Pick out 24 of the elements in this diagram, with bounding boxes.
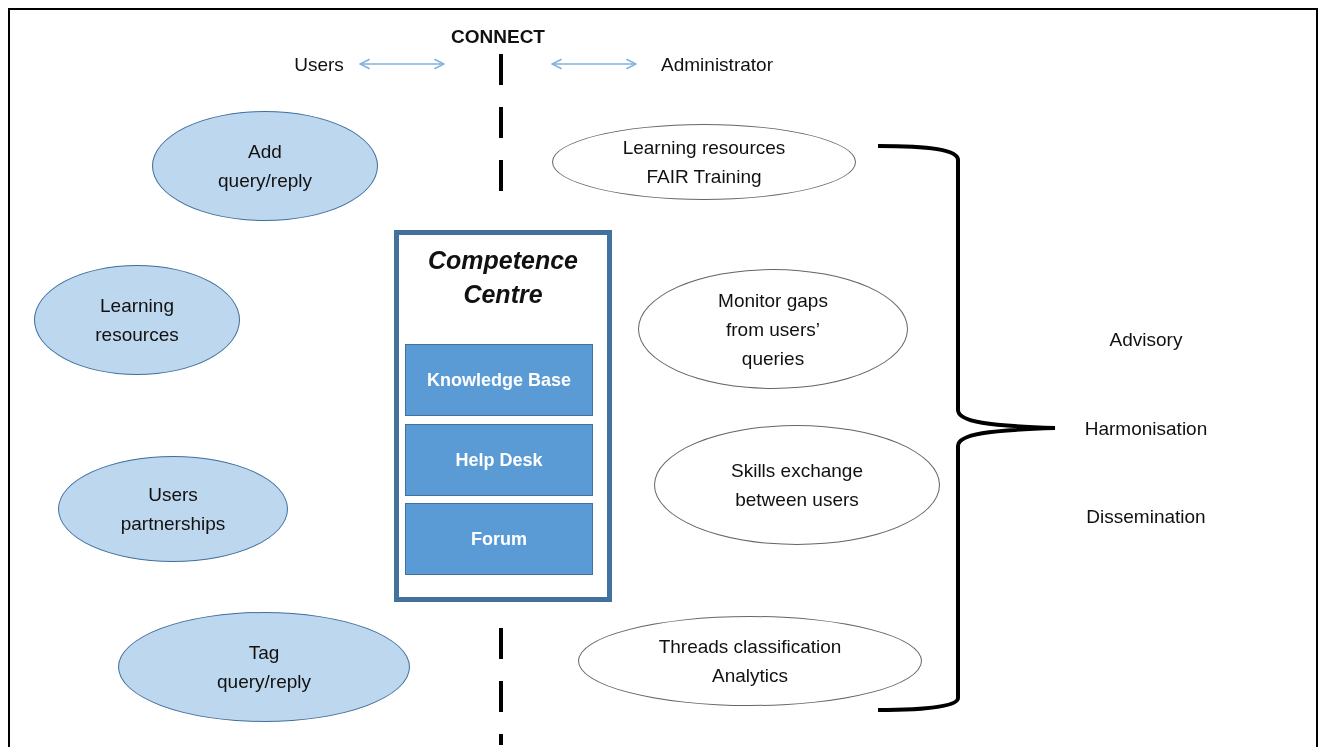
category-label: Dissemination [1086, 506, 1206, 528]
node-text: Learning resources [94, 294, 180, 347]
node-text: Add query/reply [217, 140, 313, 193]
node-label: Users [294, 52, 344, 77]
module-box [405, 424, 593, 496]
module-box [405, 503, 593, 575]
category-label: Advisory [1109, 329, 1183, 351]
node-label: Administrator [661, 52, 773, 77]
panel-title: Competence Centre [426, 245, 579, 310]
node-text: Threads classification Analytics [657, 635, 843, 688]
double-arrow [551, 58, 637, 70]
node-text: Forum [471, 527, 527, 551]
node-text: Learning resources FAIR Training [621, 136, 787, 189]
module-box [405, 344, 593, 416]
competence-centre-panel [394, 230, 612, 602]
node-text: Knowledge Base [426, 368, 571, 392]
category-label: Harmonisation [1084, 418, 1208, 440]
double-arrow [359, 58, 445, 70]
node-text: Skills exchange between users [730, 459, 864, 512]
node-text: Help Desk [455, 448, 543, 472]
node-text: Tag query/reply [216, 641, 312, 694]
node-text: Monitor gaps from users’ queries [717, 288, 829, 371]
heading-label: CONNECT [451, 25, 545, 49]
node-text: Users partnerships [119, 483, 227, 536]
